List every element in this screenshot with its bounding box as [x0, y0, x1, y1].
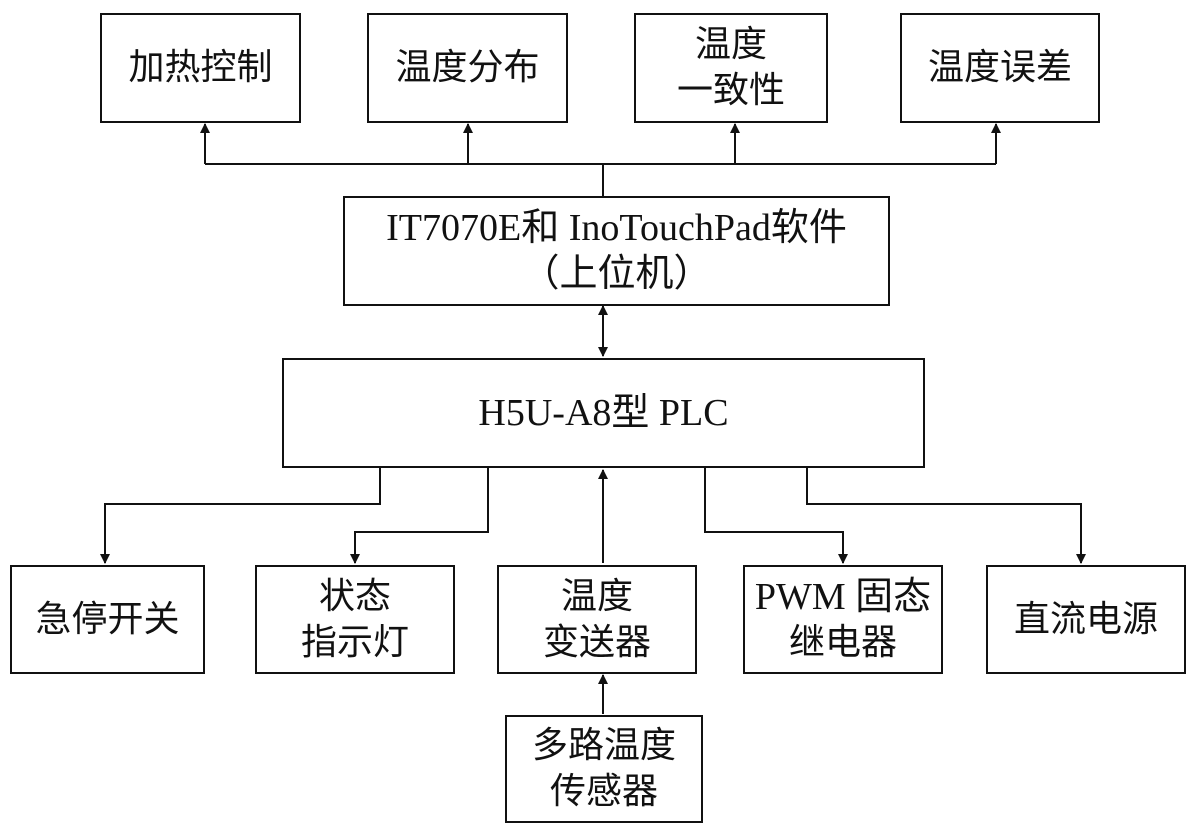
multi-temperature-sensor-box: 多路温度 传感器 — [505, 715, 703, 823]
heating-control-label: 加热控制 — [128, 47, 273, 88]
host-computer-box: IT7070E和 InoTouchPad软件 （上位机） — [343, 196, 890, 306]
emergency-stop-box: 急停开关 — [10, 565, 205, 674]
temperature-error-box: 温度误差 — [900, 13, 1100, 123]
temperature-distribution-box: 温度分布 — [367, 13, 568, 123]
arrow-to-status-indicator — [350, 467, 489, 564]
temperature-consistency-line-2: 一致性 — [676, 70, 785, 111]
temperature-error-label: 温度误差 — [927, 47, 1072, 88]
temperature-transmitter-line-1: 温度 — [560, 575, 633, 617]
sensor-line-1: 多路温度 — [531, 725, 676, 766]
temperature-distribution-label: 温度分布 — [395, 47, 540, 88]
heating-control-box: 加热控制 — [100, 13, 301, 123]
status-indicator-line-2: 指示灯 — [300, 621, 409, 663]
status-indicator-line-1: 状态 — [318, 575, 391, 617]
plc-box: H5U-A8型 PLC — [282, 358, 925, 468]
dc-power-label: 直流电源 — [1013, 598, 1158, 640]
emergency-stop-label: 急停开关 — [35, 598, 180, 640]
temperature-transmitter-box: 温度 变送器 — [497, 565, 697, 674]
dc-power-box: 直流电源 — [986, 565, 1186, 674]
arrow-to-pwm-relay — [704, 467, 848, 564]
arrow-to-dc-power — [806, 467, 1086, 564]
temperature-transmitter-line-2: 变送器 — [542, 621, 651, 663]
pwm-relay-line-1: PWM 固态 — [754, 575, 932, 618]
host-role-label: （上位机） — [521, 253, 712, 295]
pwm-relay-line-2: 继电器 — [788, 621, 897, 663]
pwm-relay-box: PWM 固态 继电器 — [743, 565, 943, 674]
status-indicator-box: 状态 指示灯 — [255, 565, 455, 674]
arrow-to-emergency-stop — [100, 467, 381, 564]
host-software-label: IT7070E和 InoTouchPad软件 — [386, 207, 847, 249]
sensor-line-2: 传感器 — [549, 771, 658, 812]
temperature-consistency-line-1: 温度 — [694, 24, 767, 65]
plc-label: H5U-A8型 PLC — [478, 392, 729, 434]
temperature-consistency-box: 温度 一致性 — [634, 13, 828, 123]
